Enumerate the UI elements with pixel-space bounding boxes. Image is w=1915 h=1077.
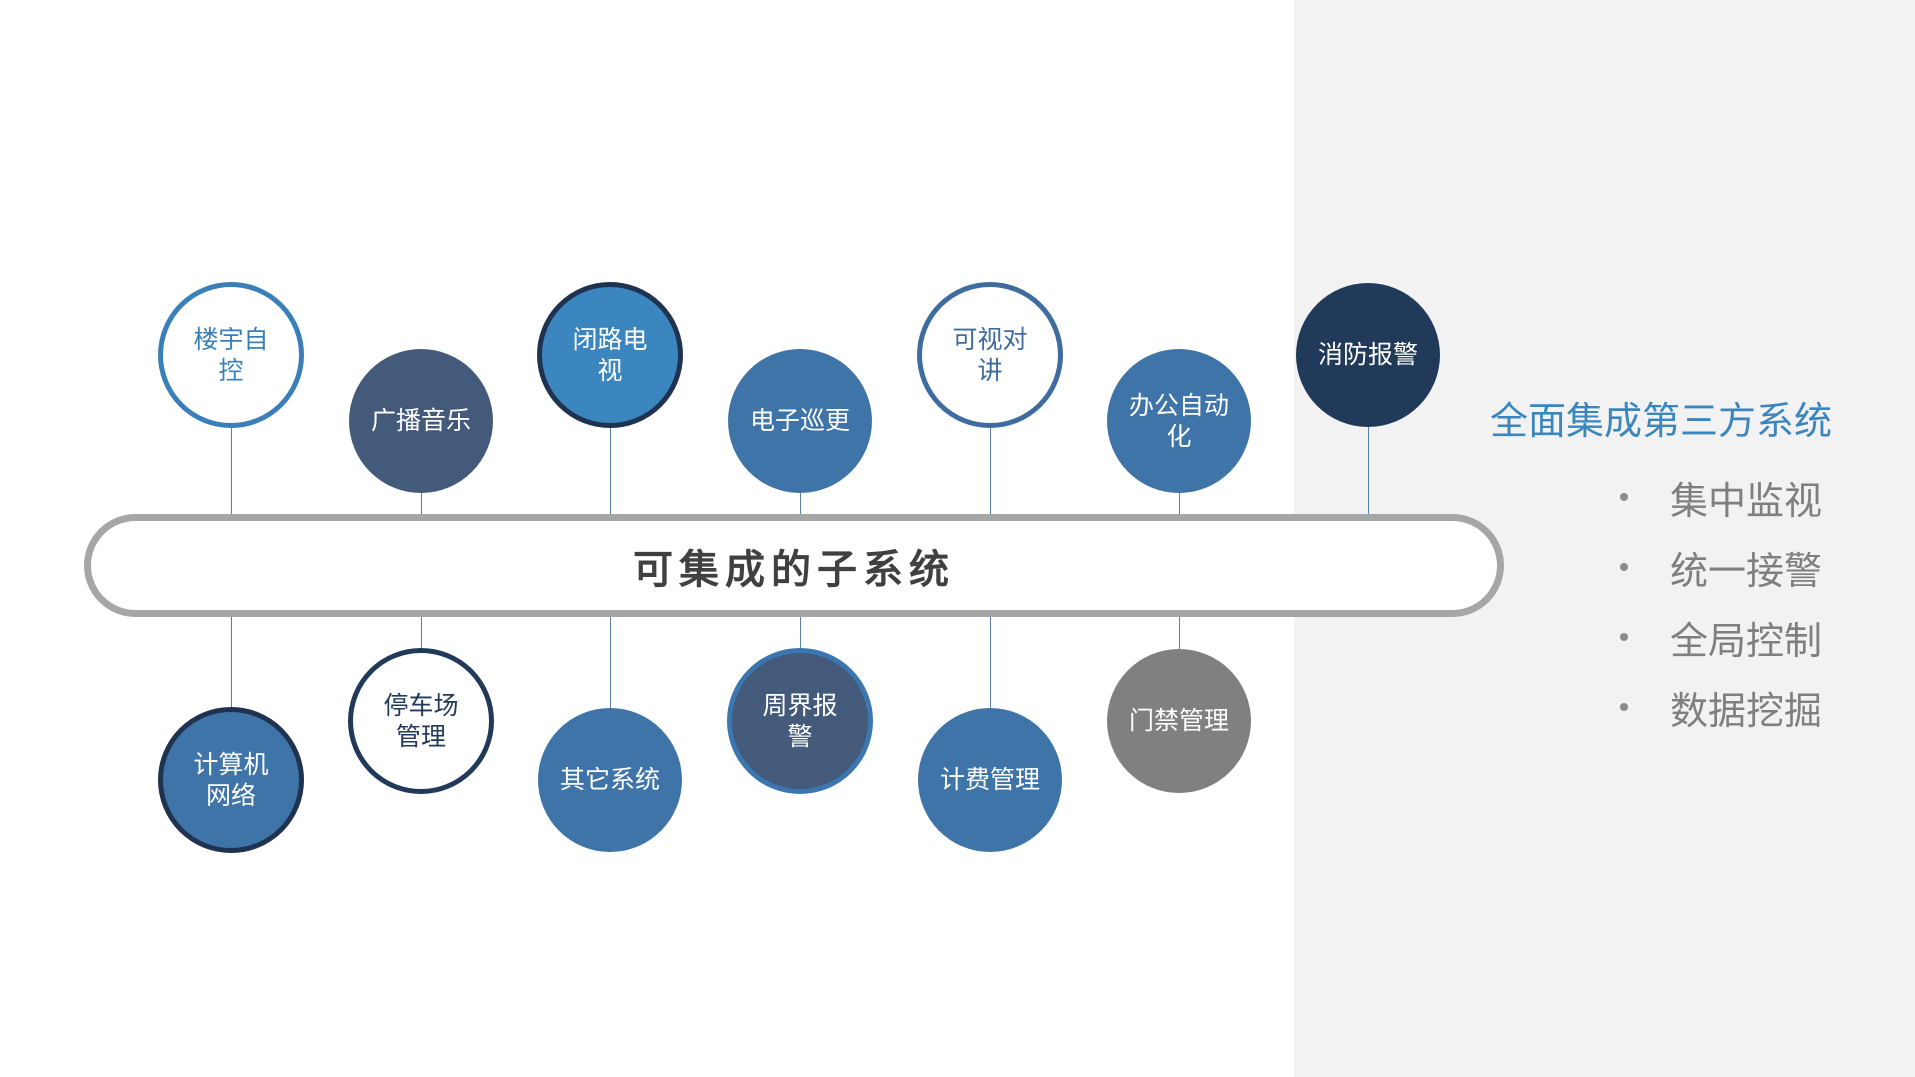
side-bullet-list: 集中监视 统一接警 全局控制 数据挖掘: [1620, 462, 1822, 742]
subsystem-node: 其它系统: [538, 708, 682, 852]
subsystem-node: 周界报警: [727, 648, 873, 794]
center-bar-label: 可集成的子系统: [633, 546, 955, 593]
connector-line: [1368, 427, 1369, 518]
connector-line: [1179, 613, 1180, 649]
subsystem-node: 停车场管理: [348, 648, 494, 794]
subsystem-node: 办公自动化: [1107, 349, 1251, 493]
subsystem-node: 门禁管理: [1107, 649, 1251, 793]
connector-line: [421, 613, 422, 648]
subsystem-node: 可视对讲: [917, 282, 1063, 428]
connector-line: [1179, 493, 1180, 518]
connector-line: [610, 613, 611, 708]
subsystem-node: 广播音乐: [349, 349, 493, 493]
side-bullet-item: 数据挖掘: [1620, 672, 1822, 742]
connector-line: [421, 493, 422, 518]
bullet-dot-icon: [1620, 563, 1628, 571]
subsystem-node: 计算机网络: [158, 707, 304, 853]
bullet-dot-icon: [1620, 703, 1628, 711]
bullet-dot-icon: [1620, 633, 1628, 641]
side-bullet-text: 全局控制: [1670, 618, 1823, 663]
subsystem-node: 电子巡更: [728, 349, 872, 493]
connector-line: [231, 428, 232, 518]
side-heading: 全面集成第三方系统: [1490, 399, 1833, 443]
bullet-dot-icon: [1620, 493, 1628, 501]
side-bullet-item: 全局控制: [1620, 602, 1822, 672]
side-bullet-item: 统一接警: [1620, 532, 1822, 602]
side-bullet-text: 数据挖掘: [1670, 688, 1823, 733]
subsystem-node: 闭路电视: [537, 282, 683, 428]
side-bullet-text: 统一接警: [1670, 548, 1823, 593]
side-bullet-text: 集中监视: [1670, 478, 1823, 523]
connector-line: [990, 428, 991, 518]
subsystem-node: 消防报警: [1296, 283, 1440, 427]
connector-line: [231, 613, 232, 707]
side-bullet-item: 集中监视: [1620, 462, 1822, 532]
subsystem-node: 计费管理: [918, 708, 1062, 852]
subsystem-node: 楼宇自控: [158, 282, 304, 428]
connector-line: [990, 613, 991, 708]
center-bar: 可集成的子系统: [84, 514, 1504, 617]
connector-line: [610, 428, 611, 518]
connector-line: [800, 613, 801, 648]
connector-line: [800, 493, 801, 518]
